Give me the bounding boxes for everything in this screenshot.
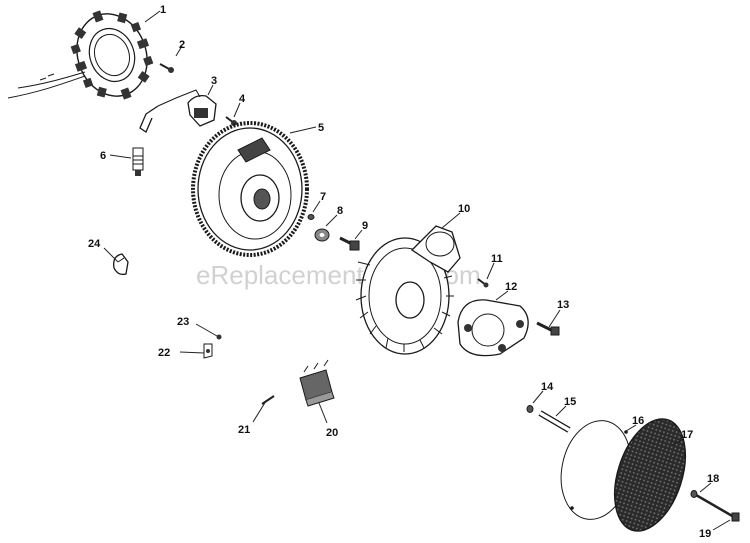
- callout-22: 22: [158, 347, 170, 359]
- callout-12: 12: [505, 281, 517, 293]
- part-pin[interactable]: [538, 410, 571, 433]
- part-ignition-module[interactable]: [139, 89, 217, 133]
- part-rectifier[interactable]: [299, 359, 335, 407]
- part-screw-2[interactable]: [159, 63, 174, 73]
- callout-17: 17: [681, 429, 693, 441]
- callout-18: 18: [707, 473, 719, 485]
- callout-15: 15: [564, 396, 576, 408]
- part-fan[interactable]: [355, 225, 461, 355]
- part-washer-14[interactable]: [526, 405, 534, 413]
- callout-3: 3: [211, 75, 217, 87]
- part-washer-8[interactable]: [314, 228, 330, 242]
- part-nut-9[interactable]: [339, 236, 360, 251]
- callout-10: 10: [458, 203, 470, 215]
- callout-19: 19: [699, 528, 711, 540]
- callout-6: 6: [100, 150, 106, 162]
- callout-8: 8: [337, 205, 343, 217]
- part-drive-cup[interactable]: [457, 299, 529, 357]
- callout-5: 5: [318, 122, 324, 134]
- callout-2: 2: [179, 39, 185, 51]
- part-washer-7[interactable]: [307, 214, 315, 220]
- callout-1: 1: [160, 4, 166, 16]
- part-screw-11[interactable]: [477, 278, 489, 288]
- callout-7: 7: [320, 191, 326, 203]
- part-stator[interactable]: [7, 0, 163, 111]
- part-screw-21[interactable]: [261, 395, 275, 405]
- callout-13: 13: [557, 299, 569, 311]
- callout-14: 14: [541, 381, 554, 393]
- callout-20: 20: [326, 427, 338, 439]
- callout-21: 21: [238, 424, 250, 436]
- callout-23: 23: [177, 316, 189, 328]
- part-flywheel[interactable]: [191, 121, 309, 257]
- part-screw-23[interactable]: [216, 334, 222, 340]
- part-bolt-13[interactable]: [536, 321, 560, 336]
- part-clip[interactable]: [113, 253, 129, 276]
- callout-24: 24: [88, 238, 101, 250]
- part-screw-18-19[interactable]: [690, 490, 740, 522]
- callout-4: 4: [239, 93, 246, 105]
- callout-9: 9: [362, 220, 368, 232]
- callout-16: 16: [632, 415, 644, 427]
- part-bracket[interactable]: [203, 343, 213, 359]
- part-spark-plug[interactable]: [132, 147, 144, 176]
- callout-11: 11: [491, 253, 503, 265]
- part-screw-4[interactable]: [225, 116, 237, 126]
- leader-lines: [103, 10, 731, 531]
- part-screen[interactable]: [602, 410, 699, 540]
- callout-numbers: 1 2 3 4 5 6 7 8 9 10 11 12 13 14 15 16 1…: [88, 4, 719, 540]
